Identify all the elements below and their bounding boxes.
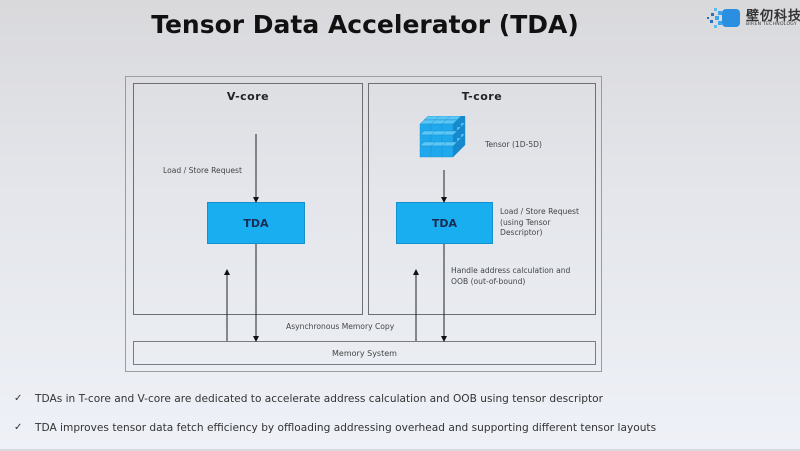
memory-system-box: Memory System [133,341,596,365]
logo-name-cn: 壁仞科技 [746,9,800,24]
t-core-box: T-core [368,83,596,315]
v-core-tda-label: TDA [243,216,269,230]
t-core-title: T-core [461,90,503,103]
bullet-text: TDA improves tensor data fetch efficienc… [35,422,657,434]
handle-address-line: Handle address calculation and [451,266,571,275]
slide-title: Tensor Data Accelerator (TDA) [151,10,579,39]
handle-address-label: Handle address calculation and OOB (out-… [451,266,570,287]
t-core-request-label: Load / Store Request (using Tensor Descr… [500,207,579,239]
v-core-title: V-core [226,90,270,103]
checkmark-icon: ✓ [14,422,23,433]
company-logo: 壁仞科技 BIREN TECHNOLOGY [706,5,800,31]
v-core-request-label: Load / Store Request [163,166,242,175]
t-core-request-line: Descriptor) [500,228,543,237]
tensor-label: Tensor (1D-5D) [485,140,542,149]
t-core-tda-block: TDA [396,202,493,244]
logo-name-en: BIREN TECHNOLOGY [746,22,797,27]
memory-system-label: Memory System [332,348,397,358]
bullet-text: TDAs in T-core and V-core are dedicated … [35,393,603,405]
diagram-frame [125,76,602,372]
tensor-cube-front [441,145,454,158]
tensor-cube-icon [419,116,466,158]
tensor-cube-front [419,145,432,158]
t-core-request-line: (using Tensor [500,217,551,227]
checkmark-icon: ✓ [14,393,23,404]
t-core-tda-label: TDA [431,216,458,230]
biren-logo-icon [707,8,740,28]
handle-address-line: OOB (out-of-bound) [451,276,526,286]
v-core-box: V-core [133,83,363,315]
async-memory-copy-label: Asynchronous Memory Copy [286,322,395,331]
v-core-tda-block: TDA [207,202,305,244]
tensor-cube-front [430,145,443,158]
t-core-request-line: Load / Store Request [500,207,579,216]
